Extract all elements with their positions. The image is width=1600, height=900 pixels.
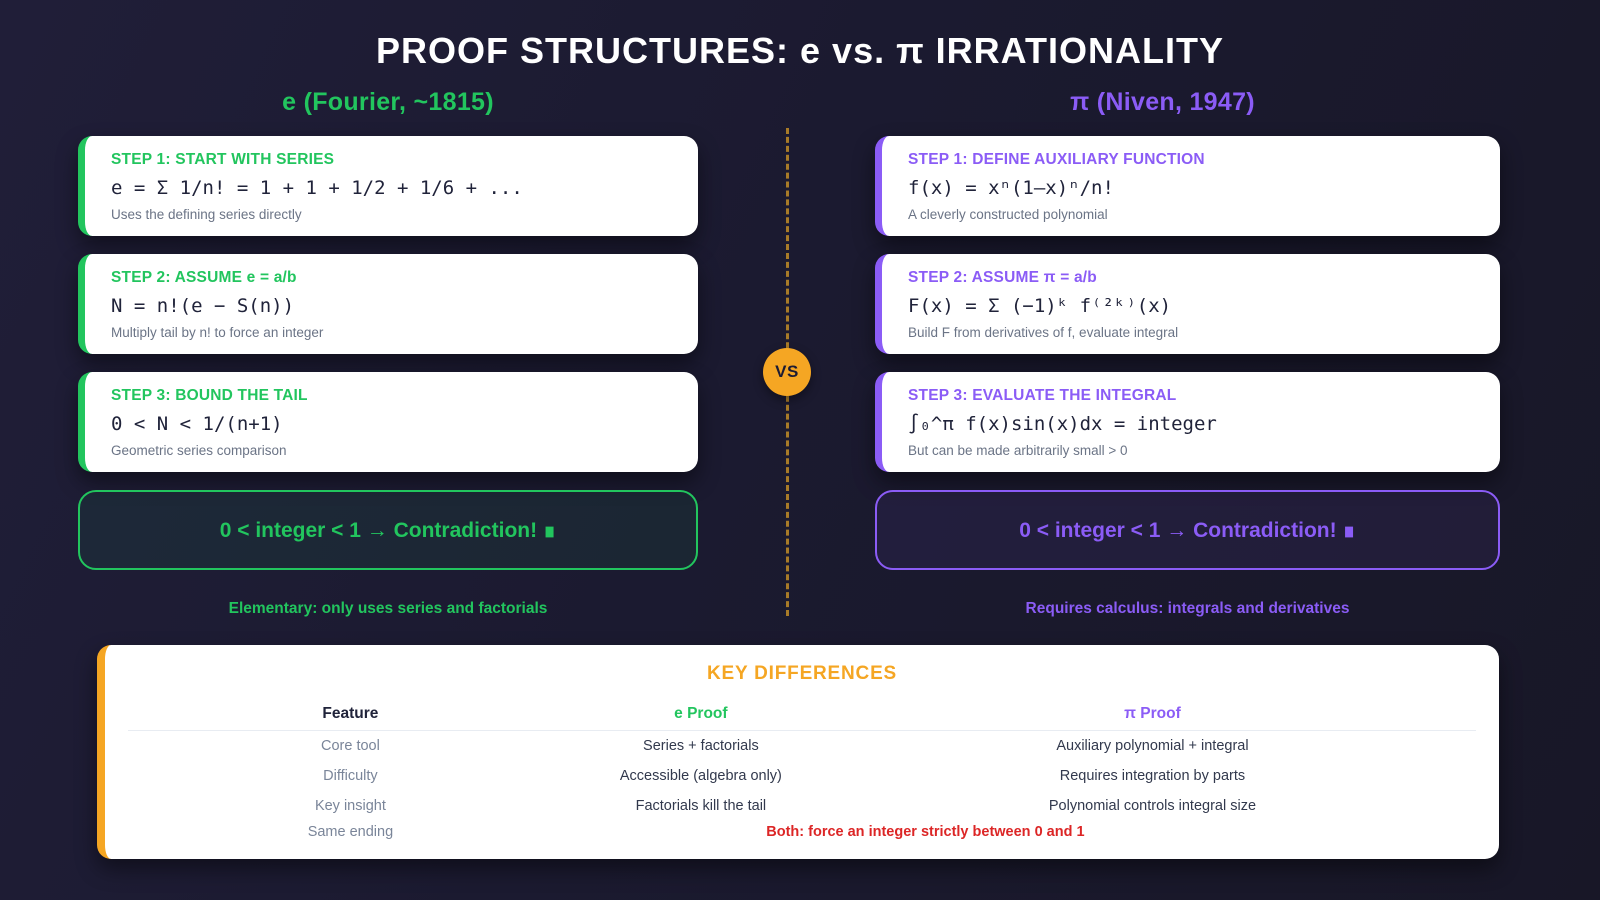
pi-conclusion-box: 0 < integer < 1 → Contradiction! ∎ — [875, 490, 1500, 570]
row-e-value: Factorials kill the tail — [635, 798, 767, 814]
columns-area: STEP 1: START WITH SERIES e = Σ 1/n! = 1… — [0, 136, 1600, 618]
feature-column-header: Feature — [322, 704, 379, 722]
step-note: Multiply tail by n! to force an integer — [111, 325, 324, 340]
step-formula: 0 < N < 1/(n+1) — [111, 413, 283, 435]
e-step-3-card: STEP 3: BOUND THE TAIL 0 < N < 1/(n+1) G… — [78, 372, 698, 472]
step-title: STEP 2: ASSUME π = a/b — [908, 269, 1097, 286]
step-title: STEP 3: EVALUATE THE INTEGRAL — [908, 387, 1177, 404]
step-formula: e = Σ 1/n! = 1 + 1 + 1/2 + 1/6 + ... — [111, 177, 523, 199]
step-formula: F(x) = Σ (−1)ᵏ f⁽²ᵏ⁾(x) — [908, 295, 1172, 317]
table-footer-row: Same ending Both: force an integer stric… — [128, 821, 1476, 843]
step-note: Geometric series comparison — [111, 443, 287, 458]
row-feature-label: Same ending — [307, 824, 394, 840]
row-e-value: Accessible (algebra only) — [619, 768, 782, 784]
e-proof-column-header: e Proof — [674, 704, 728, 722]
step-note: Build F from derivatives of f, evaluate … — [908, 325, 1179, 340]
e-proof-column: STEP 1: START WITH SERIES e = Σ 1/n! = 1… — [78, 136, 698, 618]
step-title: STEP 1: START WITH SERIES — [111, 151, 335, 168]
row-pi-value: Auxiliary polynomial + integral — [1056, 738, 1249, 754]
step-title: STEP 3: BOUND THE TAIL — [111, 387, 308, 404]
e-column-header: e (Fourier, ~1815) — [282, 88, 494, 116]
e-conclusion-box: 0 < integer < 1 → Contradiction! ∎ — [78, 490, 698, 570]
table-header-row: Feature e Proof π Proof — [128, 697, 1476, 731]
row-pi-value: Requires integration by parts — [1059, 768, 1246, 784]
step-title: STEP 1: DEFINE AUXILIARY FUNCTION — [908, 151, 1205, 168]
table-row: Difficulty Accessible (algebra only) Req… — [128, 761, 1476, 791]
pi-step-1-card: STEP 1: DEFINE AUXILIARY FUNCTION f(x) =… — [875, 136, 1500, 236]
table-row: Core tool Series + factorials Auxiliary … — [128, 731, 1476, 761]
step-formula: f(x) = xⁿ(1–x)ⁿ/n! — [908, 177, 1114, 199]
step-note: But can be made arbitrarily small > 0 — [908, 443, 1128, 458]
e-column-caption: Elementary: only uses series and factori… — [228, 600, 548, 617]
vs-badge: VS — [763, 348, 811, 396]
comparison-table: Feature e Proof π Proof Core tool Series… — [128, 697, 1476, 843]
key-differences-card: KEY DIFFERENCES Feature e Proof π Proof … — [97, 645, 1499, 859]
step-formula: ∫₀^π f(x)sin(x)dx = integer — [908, 413, 1217, 435]
row-pi-value: Polynomial controls integral size — [1048, 798, 1257, 814]
key-differences-title: KEY DIFFERENCES — [706, 663, 898, 684]
step-formula: N = n!(e − S(n)) — [111, 295, 295, 317]
page-title: PROOF STRUCTURES: e vs. π IRRATIONALITY — [376, 30, 1224, 71]
e-step-2-card: STEP 2: ASSUME e = a/b N = n!(e − S(n)) … — [78, 254, 698, 354]
step-note: Uses the defining series directly — [111, 207, 302, 222]
e-step-1-card: STEP 1: START WITH SERIES e = Σ 1/n! = 1… — [78, 136, 698, 236]
pi-column-caption: Requires calculus: integrals and derivat… — [1025, 600, 1350, 617]
step-note: A cleverly constructed polynomial — [908, 207, 1108, 222]
pi-proof-column: STEP 1: DEFINE AUXILIARY FUNCTION f(x) =… — [875, 136, 1500, 618]
shared-ending-value: Both: force an integer strictly between … — [766, 824, 1085, 840]
pi-proof-column-header: π Proof — [1124, 704, 1181, 722]
row-feature-label: Core tool — [320, 738, 380, 754]
step-title: STEP 2: ASSUME e = a/b — [111, 269, 297, 286]
pi-step-2-card: STEP 2: ASSUME π = a/b F(x) = Σ (−1)ᵏ f⁽… — [875, 254, 1500, 354]
pi-step-3-card: STEP 3: EVALUATE THE INTEGRAL ∫₀^π f(x)s… — [875, 372, 1500, 472]
pi-column-header: π (Niven, 1947) — [1070, 88, 1255, 116]
table-row: Key insight Factorials kill the tail Pol… — [128, 791, 1476, 821]
row-feature-label: Key insight — [314, 798, 386, 814]
row-feature-label: Difficulty — [323, 768, 378, 784]
column-headers: e (Fourier, ~1815) π (Niven, 1947) — [0, 88, 1600, 117]
row-e-value: Series + factorials — [643, 738, 759, 754]
